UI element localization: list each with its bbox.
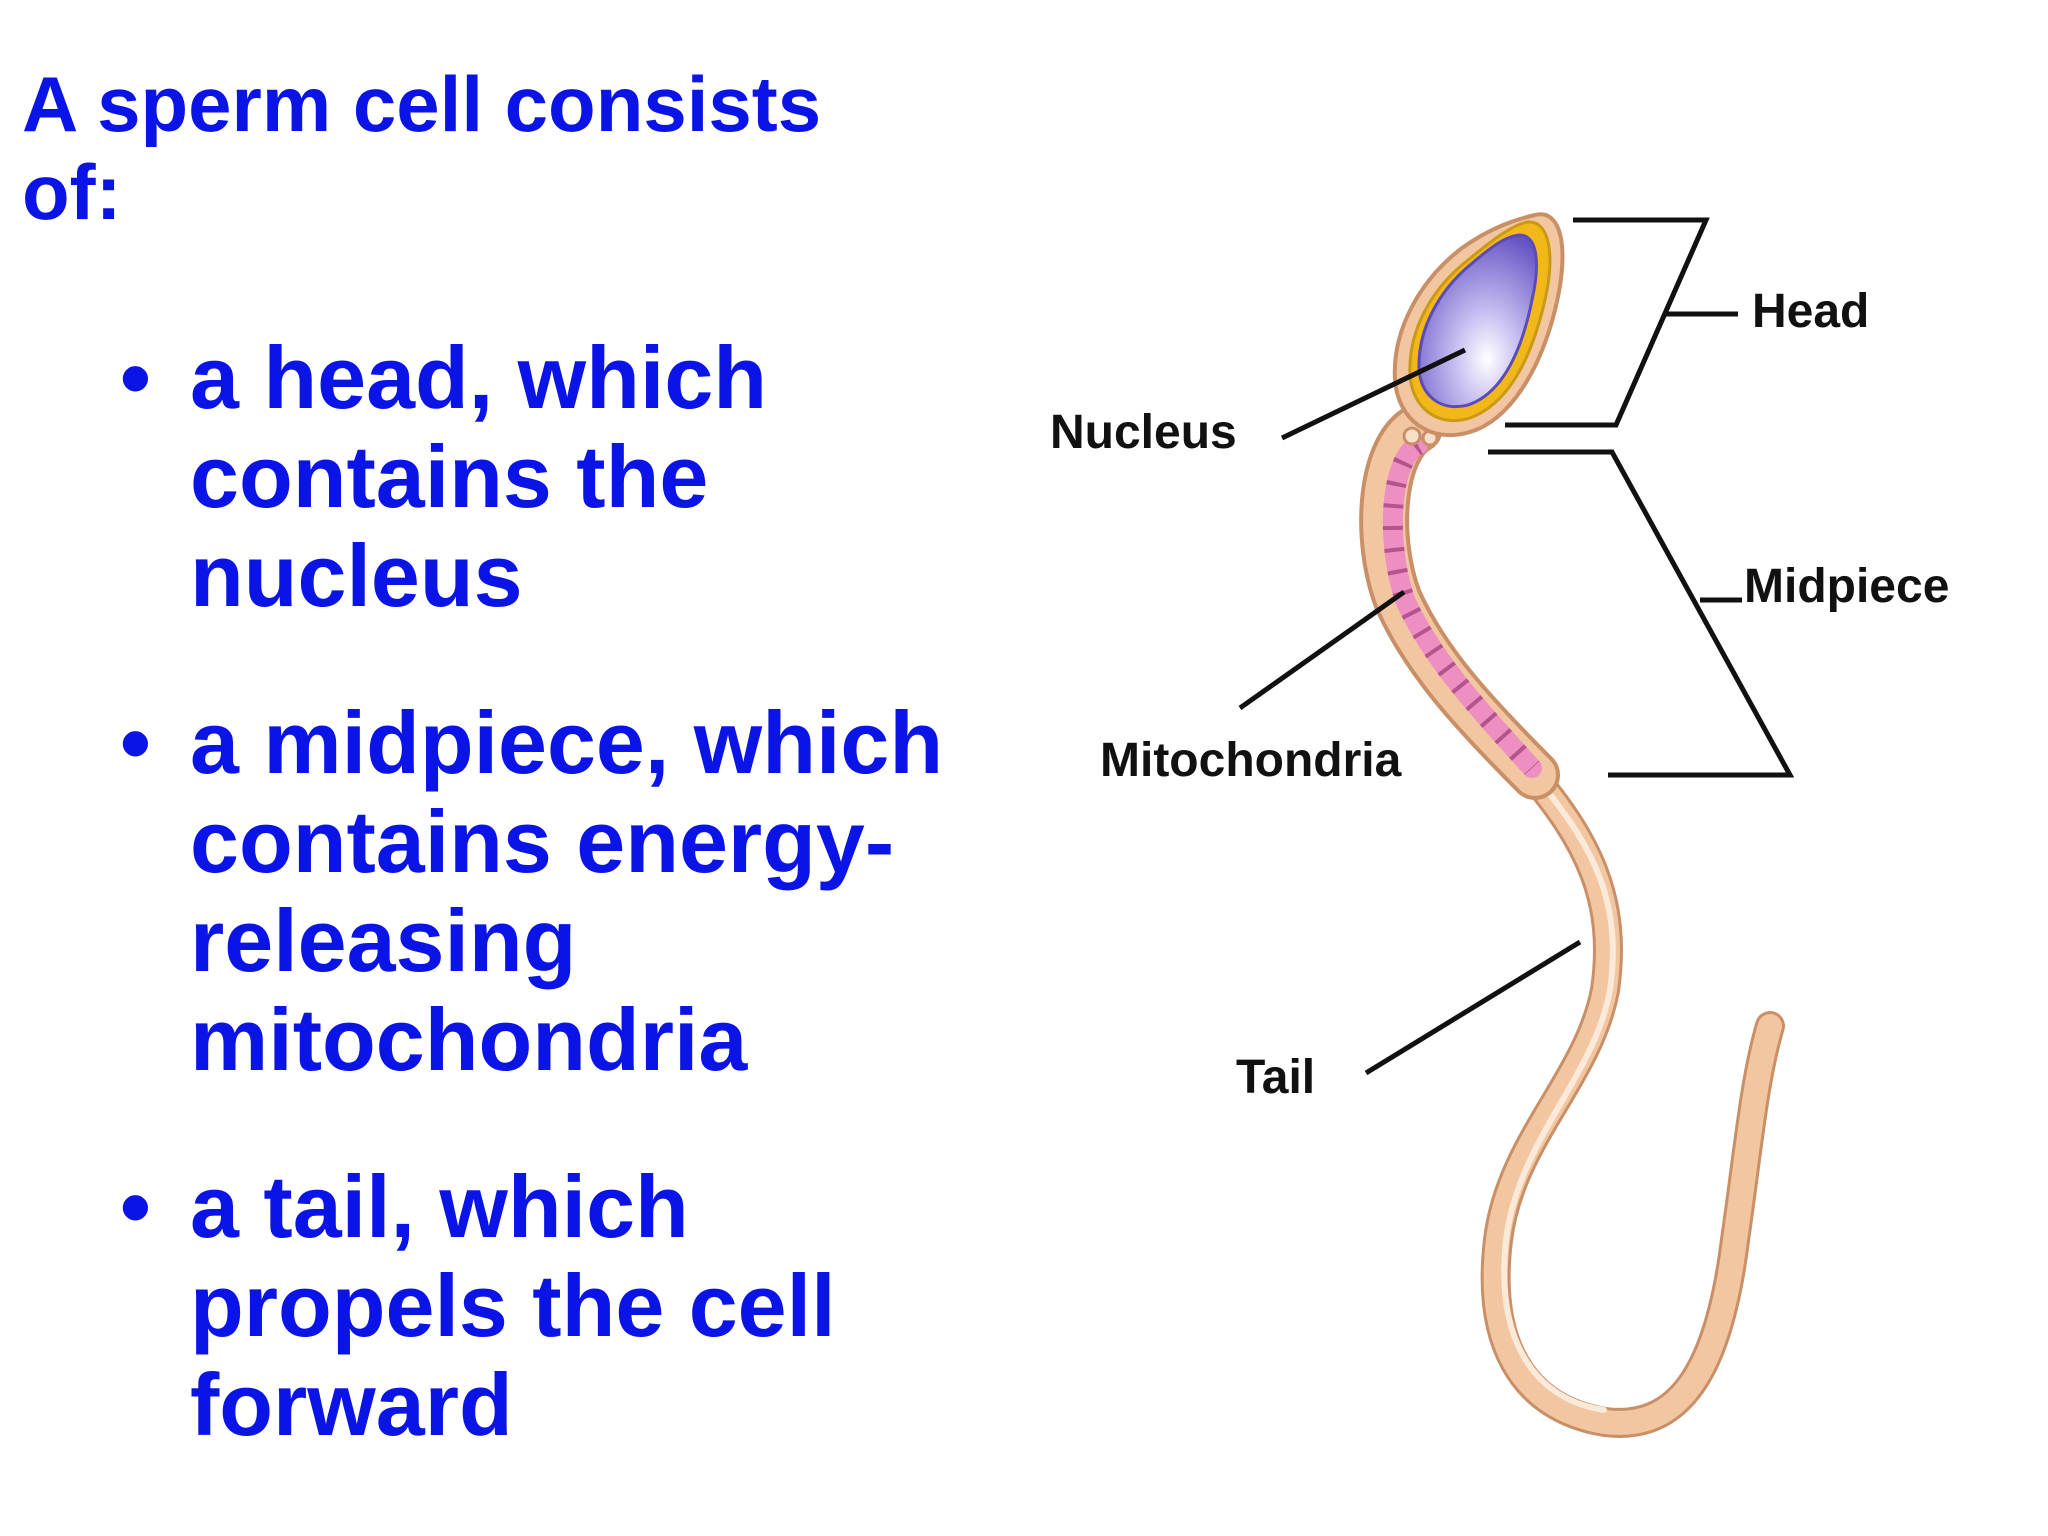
label-midpiece: Midpiece xyxy=(1744,560,1949,613)
mitochondria-leader-line xyxy=(1238,589,1406,711)
label-mitochondria: Mitochondria xyxy=(1100,734,1402,787)
bullet-midpiece: • a midpiece, which contains energy-rele… xyxy=(120,693,1000,1089)
tail-body xyxy=(1483,758,1782,1435)
bullet-marker: • xyxy=(120,328,151,427)
label-head: Head xyxy=(1752,285,1869,338)
tail-leader-line xyxy=(1364,939,1582,1076)
bullet-marker: • xyxy=(120,693,151,792)
nucleus-shape xyxy=(1417,233,1538,408)
bullet-head: • a head, which contains the nucleus xyxy=(120,328,1000,625)
nucleus-leader-line xyxy=(1280,347,1467,441)
bullet-midpiece-text: a midpiece, which contains energy-releas… xyxy=(190,693,944,1089)
midpiece-bracket xyxy=(1488,449,1795,778)
head-bracket xyxy=(1505,217,1710,428)
bullet-list: • a head, which contains the nucleus • a… xyxy=(120,328,1000,1454)
bullet-marker: • xyxy=(120,1157,151,1256)
centriole xyxy=(1402,426,1422,446)
bullet-tail-text: a tail, which propels the cell forward xyxy=(190,1157,836,1454)
tail-highlight xyxy=(1501,779,1616,1413)
bullet-tail: • a tail, which propels the cell forward xyxy=(120,1157,1000,1454)
mitochondria-spiral xyxy=(1382,435,1542,778)
label-nucleus: Nucleus xyxy=(1050,406,1237,459)
slide-title: A sperm cell consists of: xyxy=(22,60,822,236)
label-tail: Tail xyxy=(1236,1051,1315,1104)
bullet-head-text: a head, which contains the nucleus xyxy=(190,328,768,625)
